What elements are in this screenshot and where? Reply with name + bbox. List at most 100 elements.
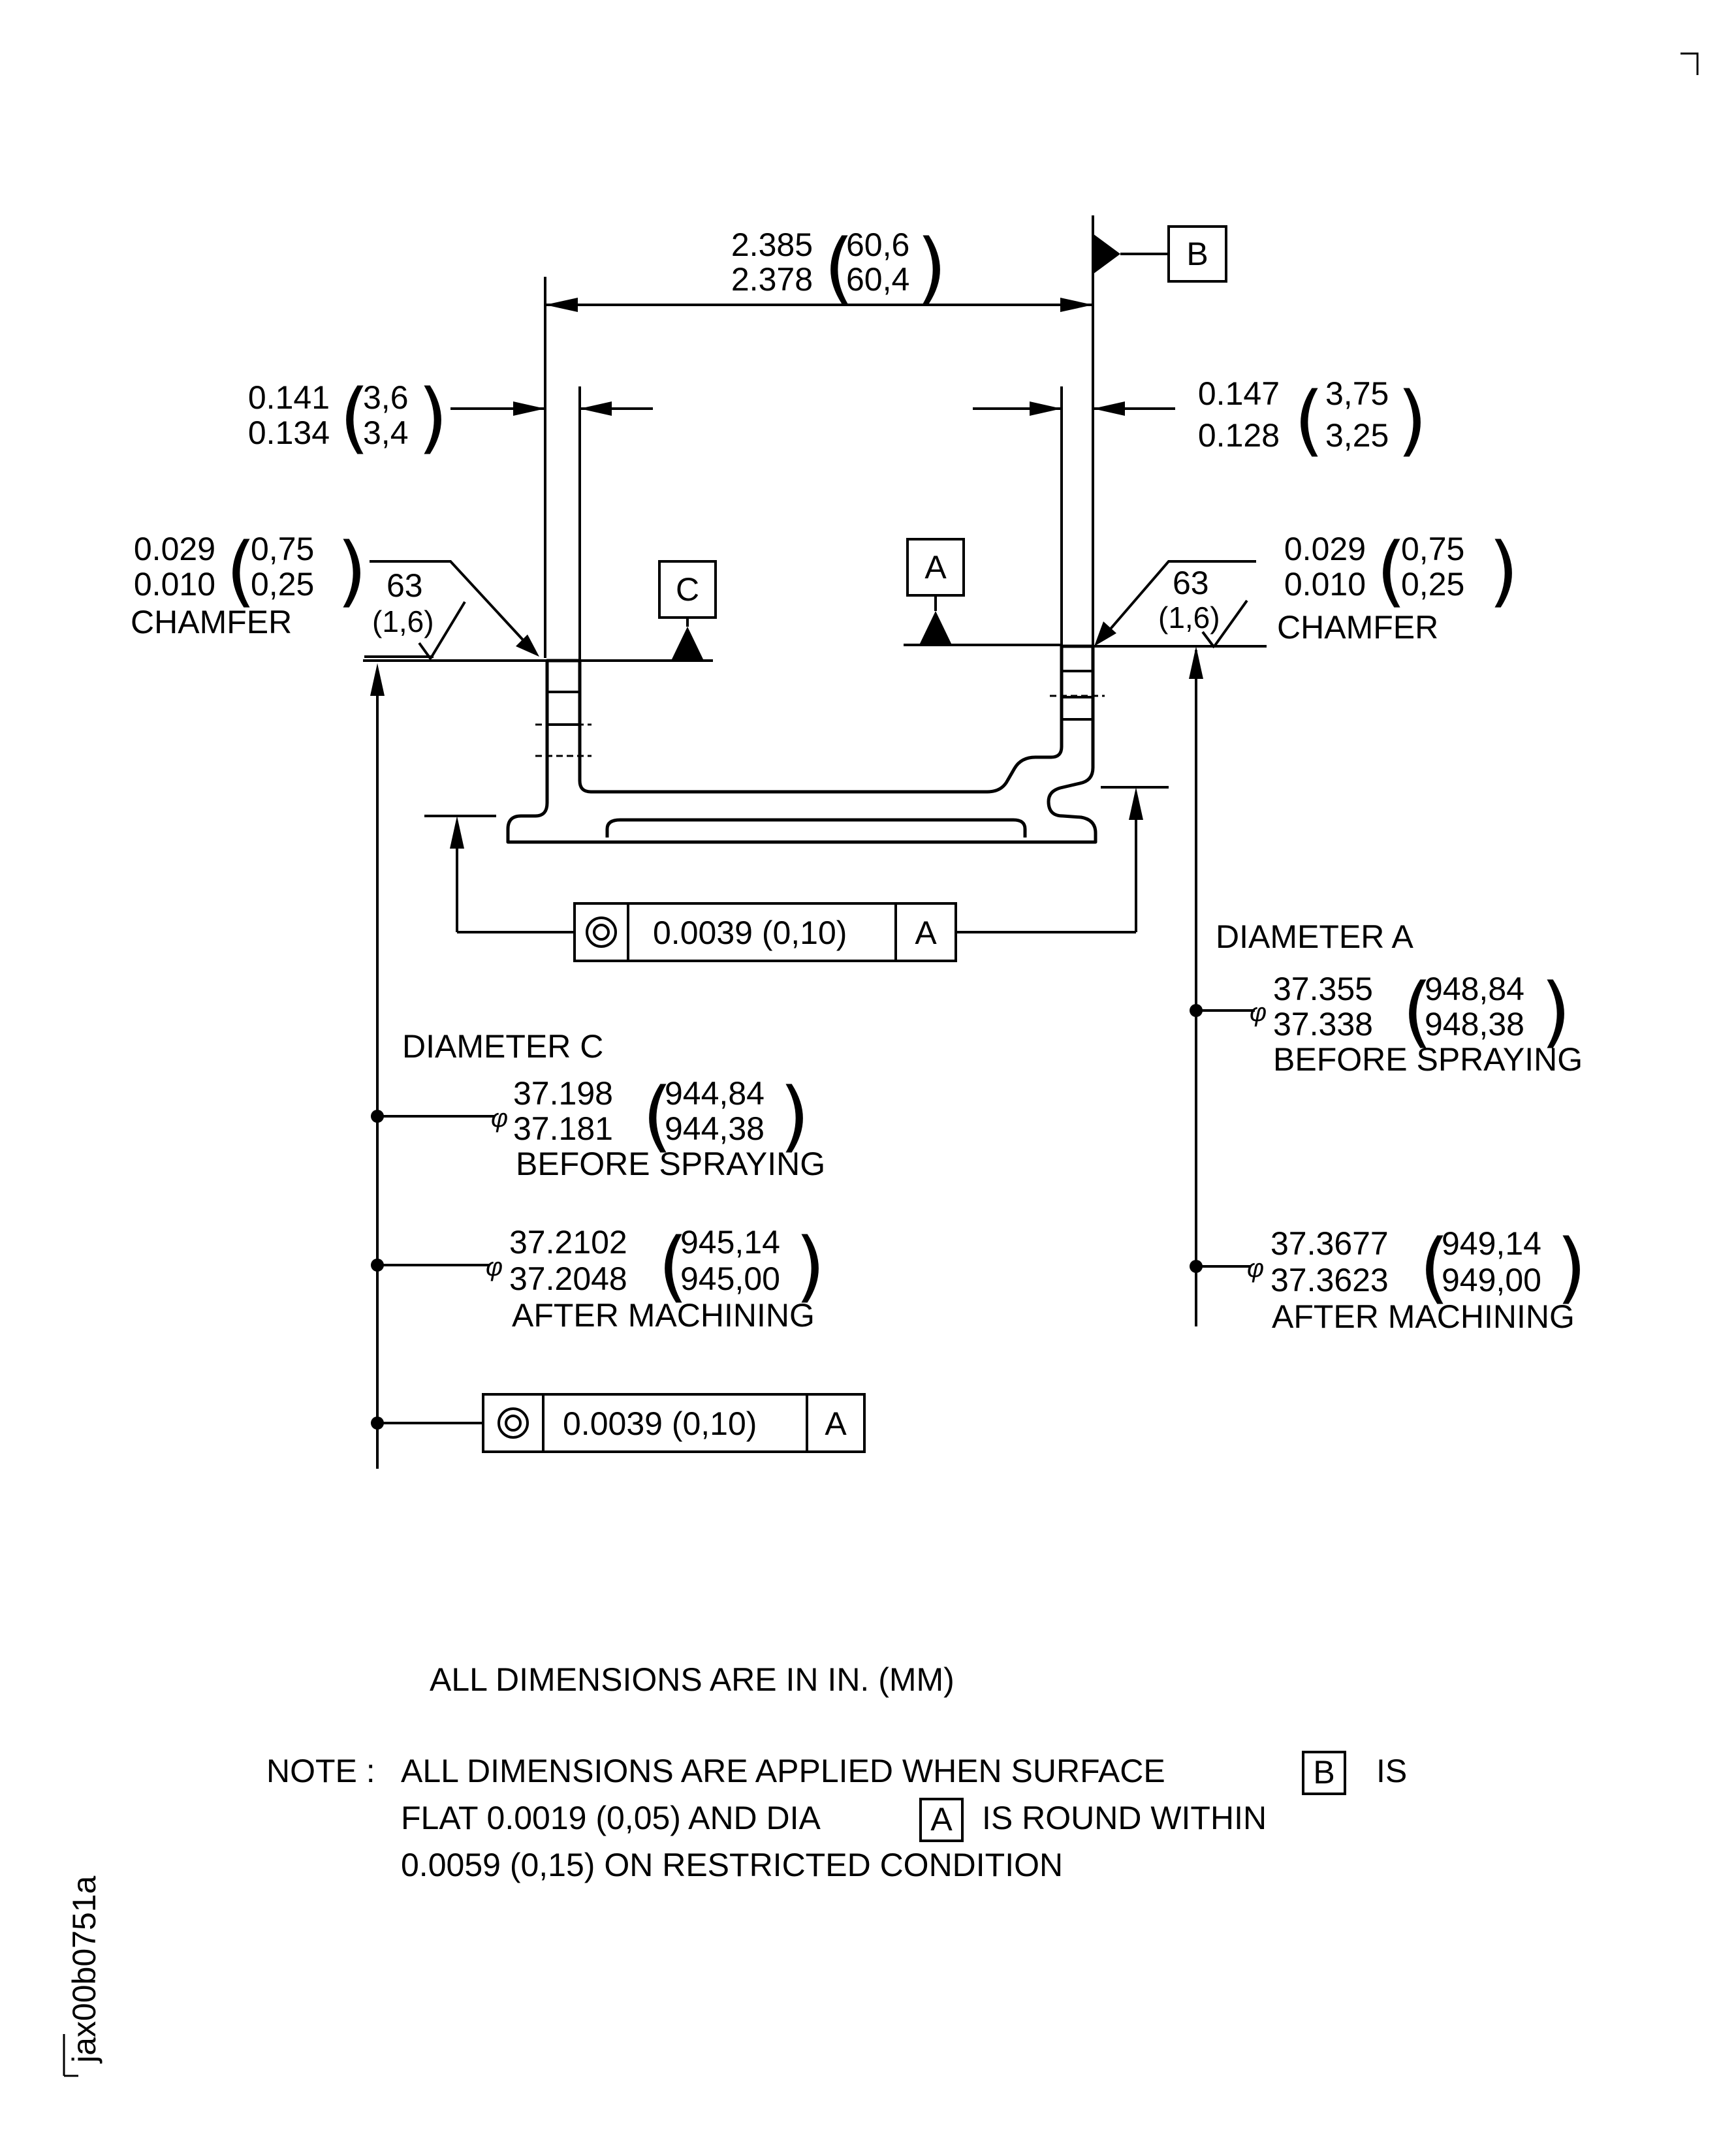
svg-text:): ): [337, 525, 367, 616]
diameter-a-before-min-in: 37.338: [1273, 1006, 1373, 1042]
svg-text:(: (: [642, 1071, 672, 1161]
left-chamfer-min-in: 0.010: [134, 566, 215, 603]
svg-text:(: (: [226, 525, 256, 616]
svg-text:(: (: [1294, 375, 1324, 465]
right-wall-dimension: 0.147 0.128 ( 3,75 3,25 ): [973, 375, 1427, 646]
note-line3: 0.0059 (0,15) ON RESTRICTED CONDITION: [401, 1847, 1063, 1883]
datum-c-feature: C: [580, 560, 717, 662]
diameter-c-before-min-in: 37.181: [513, 1110, 613, 1147]
part-section: [506, 644, 1105, 844]
note-line1-box: B: [1313, 1754, 1334, 1791]
corner-mark: [1681, 52, 1699, 75]
diameter-c-after-phi: φ: [486, 1253, 503, 1281]
note-line2-box: A: [930, 1801, 953, 1838]
diameter-a-before-max-in: 37.355: [1273, 971, 1373, 1007]
right-wall-min-in: 0.128: [1198, 417, 1280, 454]
overall-width-max-mm: 60,6: [846, 227, 909, 263]
svg-text:): ): [1556, 1222, 1586, 1312]
left-wall-min-mm: 3,4: [363, 415, 409, 451]
svg-text:(: (: [824, 222, 854, 312]
right-wall-max-in: 0.147: [1198, 375, 1280, 412]
right-finish-value: 63: [1173, 565, 1209, 601]
units-note: ALL DIMENSIONS ARE IN IN. (MM): [430, 1661, 955, 1698]
svg-text:(: (: [1376, 525, 1406, 616]
overall-width-dimension: 2.385 2.378 ( 60,6 60,4 ): [544, 215, 1094, 658]
right-chamfer-min-in: 0.010: [1284, 566, 1366, 603]
right-wall-max-mm: 3,75: [1325, 375, 1389, 412]
diameter-a-after-phi: φ: [1247, 1254, 1264, 1283]
diameter-c-callouts: DIAMETER C φ 37.198 37.181 ( 944,84 944,…: [370, 663, 866, 1469]
fcf-upper-tolerance: 0.0039 (0,10): [653, 915, 847, 951]
diameter-a-after-label: AFTER MACHINING: [1272, 1298, 1575, 1335]
left-finish-mm: (1,6): [372, 604, 434, 638]
diameter-a-before-phi: φ: [1250, 998, 1267, 1027]
right-wall-min-mm: 3,25: [1325, 417, 1389, 454]
datum-c-label: C: [676, 571, 699, 608]
right-chamfer-callout: 63 (1,6) 0.029 0.010 ( 0,75 0,25 ) CHAMF…: [1093, 525, 1519, 649]
datum-a-label: A: [924, 549, 947, 586]
left-chamfer-callout: 0.029 0.010 ( 0,75 0,25 ) CHAMFER 63 (1,…: [131, 525, 547, 662]
diameter-c-title: DIAMETER C: [402, 1028, 603, 1065]
diameter-a-title: DIAMETER A: [1216, 918, 1413, 955]
left-chamfer-min-mm: 0,25: [251, 566, 314, 603]
note-line1-a: ALL DIMENSIONS ARE APPLIED WHEN SURFACE: [401, 1753, 1165, 1789]
diameter-a-after-max-in: 37.3677: [1270, 1225, 1389, 1262]
svg-text:): ): [917, 222, 947, 312]
note-prefix: NOTE :: [266, 1753, 375, 1789]
notes: ALL DIMENSIONS ARE IN IN. (MM) NOTE : AL…: [266, 1661, 1407, 1883]
datum-b-flag: B: [1093, 225, 1227, 283]
diameter-c-before-max-in: 37.198: [513, 1075, 613, 1112]
left-finish-value: 63: [387, 567, 423, 604]
right-chamfer-max-in: 0.029: [1284, 531, 1366, 567]
overall-width-min-mm: 60,4: [846, 261, 909, 298]
diameter-a-after-min-mm: 949,00: [1442, 1262, 1541, 1298]
diameter-c-after-min-in: 37.2048: [509, 1261, 627, 1297]
svg-text:(: (: [339, 372, 370, 462]
svg-text:): ): [795, 1221, 825, 1311]
svg-text:(: (: [1402, 966, 1432, 1056]
figure-id: jax00b0751a: [63, 1875, 103, 2077]
right-chamfer-max-mm: 0,75: [1401, 531, 1464, 567]
left-chamfer-max-mm: 0,75: [251, 531, 314, 567]
diameter-c-before-phi: φ: [491, 1104, 508, 1133]
diameter-c-after-label: AFTER MACHINING: [512, 1297, 815, 1334]
diameter-a-after-min-in: 37.3623: [1270, 1262, 1389, 1298]
diameter-c-before-min-mm: 944,38: [665, 1110, 765, 1147]
overall-width-max-in: 2.385: [731, 227, 813, 263]
svg-text:): ): [780, 1071, 810, 1161]
left-chamfer-max-in: 0.029: [134, 531, 215, 567]
diameter-a-before-max-mm: 948,84: [1425, 971, 1524, 1007]
diameter-c-before-label: BEFORE SPRAYING: [516, 1146, 825, 1182]
left-wall-max-mm: 3,6: [363, 379, 409, 416]
right-chamfer-min-mm: 0,25: [1401, 566, 1464, 603]
datum-a-feature: A: [904, 538, 1062, 646]
left-chamfer-label: CHAMFER: [131, 604, 292, 640]
fcf-upper-datum: A: [915, 915, 937, 951]
left-wall-dimension: 0.141 0.134 ( 3,6 3,4 ): [248, 372, 653, 659]
right-chamfer-label: CHAMFER: [1277, 609, 1438, 646]
svg-text:): ): [418, 372, 448, 462]
diameter-a-callouts: DIAMETER A φ 37.355 37.338 ( 948,84 948,…: [1189, 646, 1586, 1335]
svg-text:(: (: [1419, 1222, 1449, 1312]
note-line1-b: IS: [1376, 1753, 1407, 1789]
svg-text:): ): [1397, 375, 1427, 465]
right-finish-mm: (1,6): [1158, 601, 1220, 634]
diameter-c-after-max-mm: 945,14: [680, 1224, 780, 1261]
note-line2-b: IS ROUND WITHIN: [982, 1800, 1267, 1836]
svg-text:): ): [1541, 966, 1571, 1056]
concentricity-frame-upper: 0.0039 (0,10) A: [424, 786, 1169, 962]
figure-id-text: jax00b0751a: [66, 1875, 103, 2064]
diameter-c-after-min-mm: 945,00: [680, 1261, 780, 1297]
diameter-a-after-max-mm: 949,14: [1442, 1225, 1541, 1262]
left-wall-min-in: 0.134: [248, 415, 330, 451]
diameter-c-before-max-mm: 944,84: [665, 1075, 765, 1112]
diameter-c-after-max-in: 37.2102: [509, 1224, 627, 1261]
left-wall-max-in: 0.141: [248, 379, 330, 416]
diameter-a-before-label: BEFORE SPRAYING: [1273, 1041, 1583, 1078]
datum-b-label: B: [1186, 236, 1208, 272]
svg-text:): ): [1489, 525, 1519, 616]
diameter-a-before-min-mm: 948,38: [1425, 1006, 1524, 1042]
note-line2-a: FLAT 0.0019 (0,05) AND DIA: [401, 1800, 821, 1836]
fcf-lower-datum: A: [825, 1405, 847, 1442]
